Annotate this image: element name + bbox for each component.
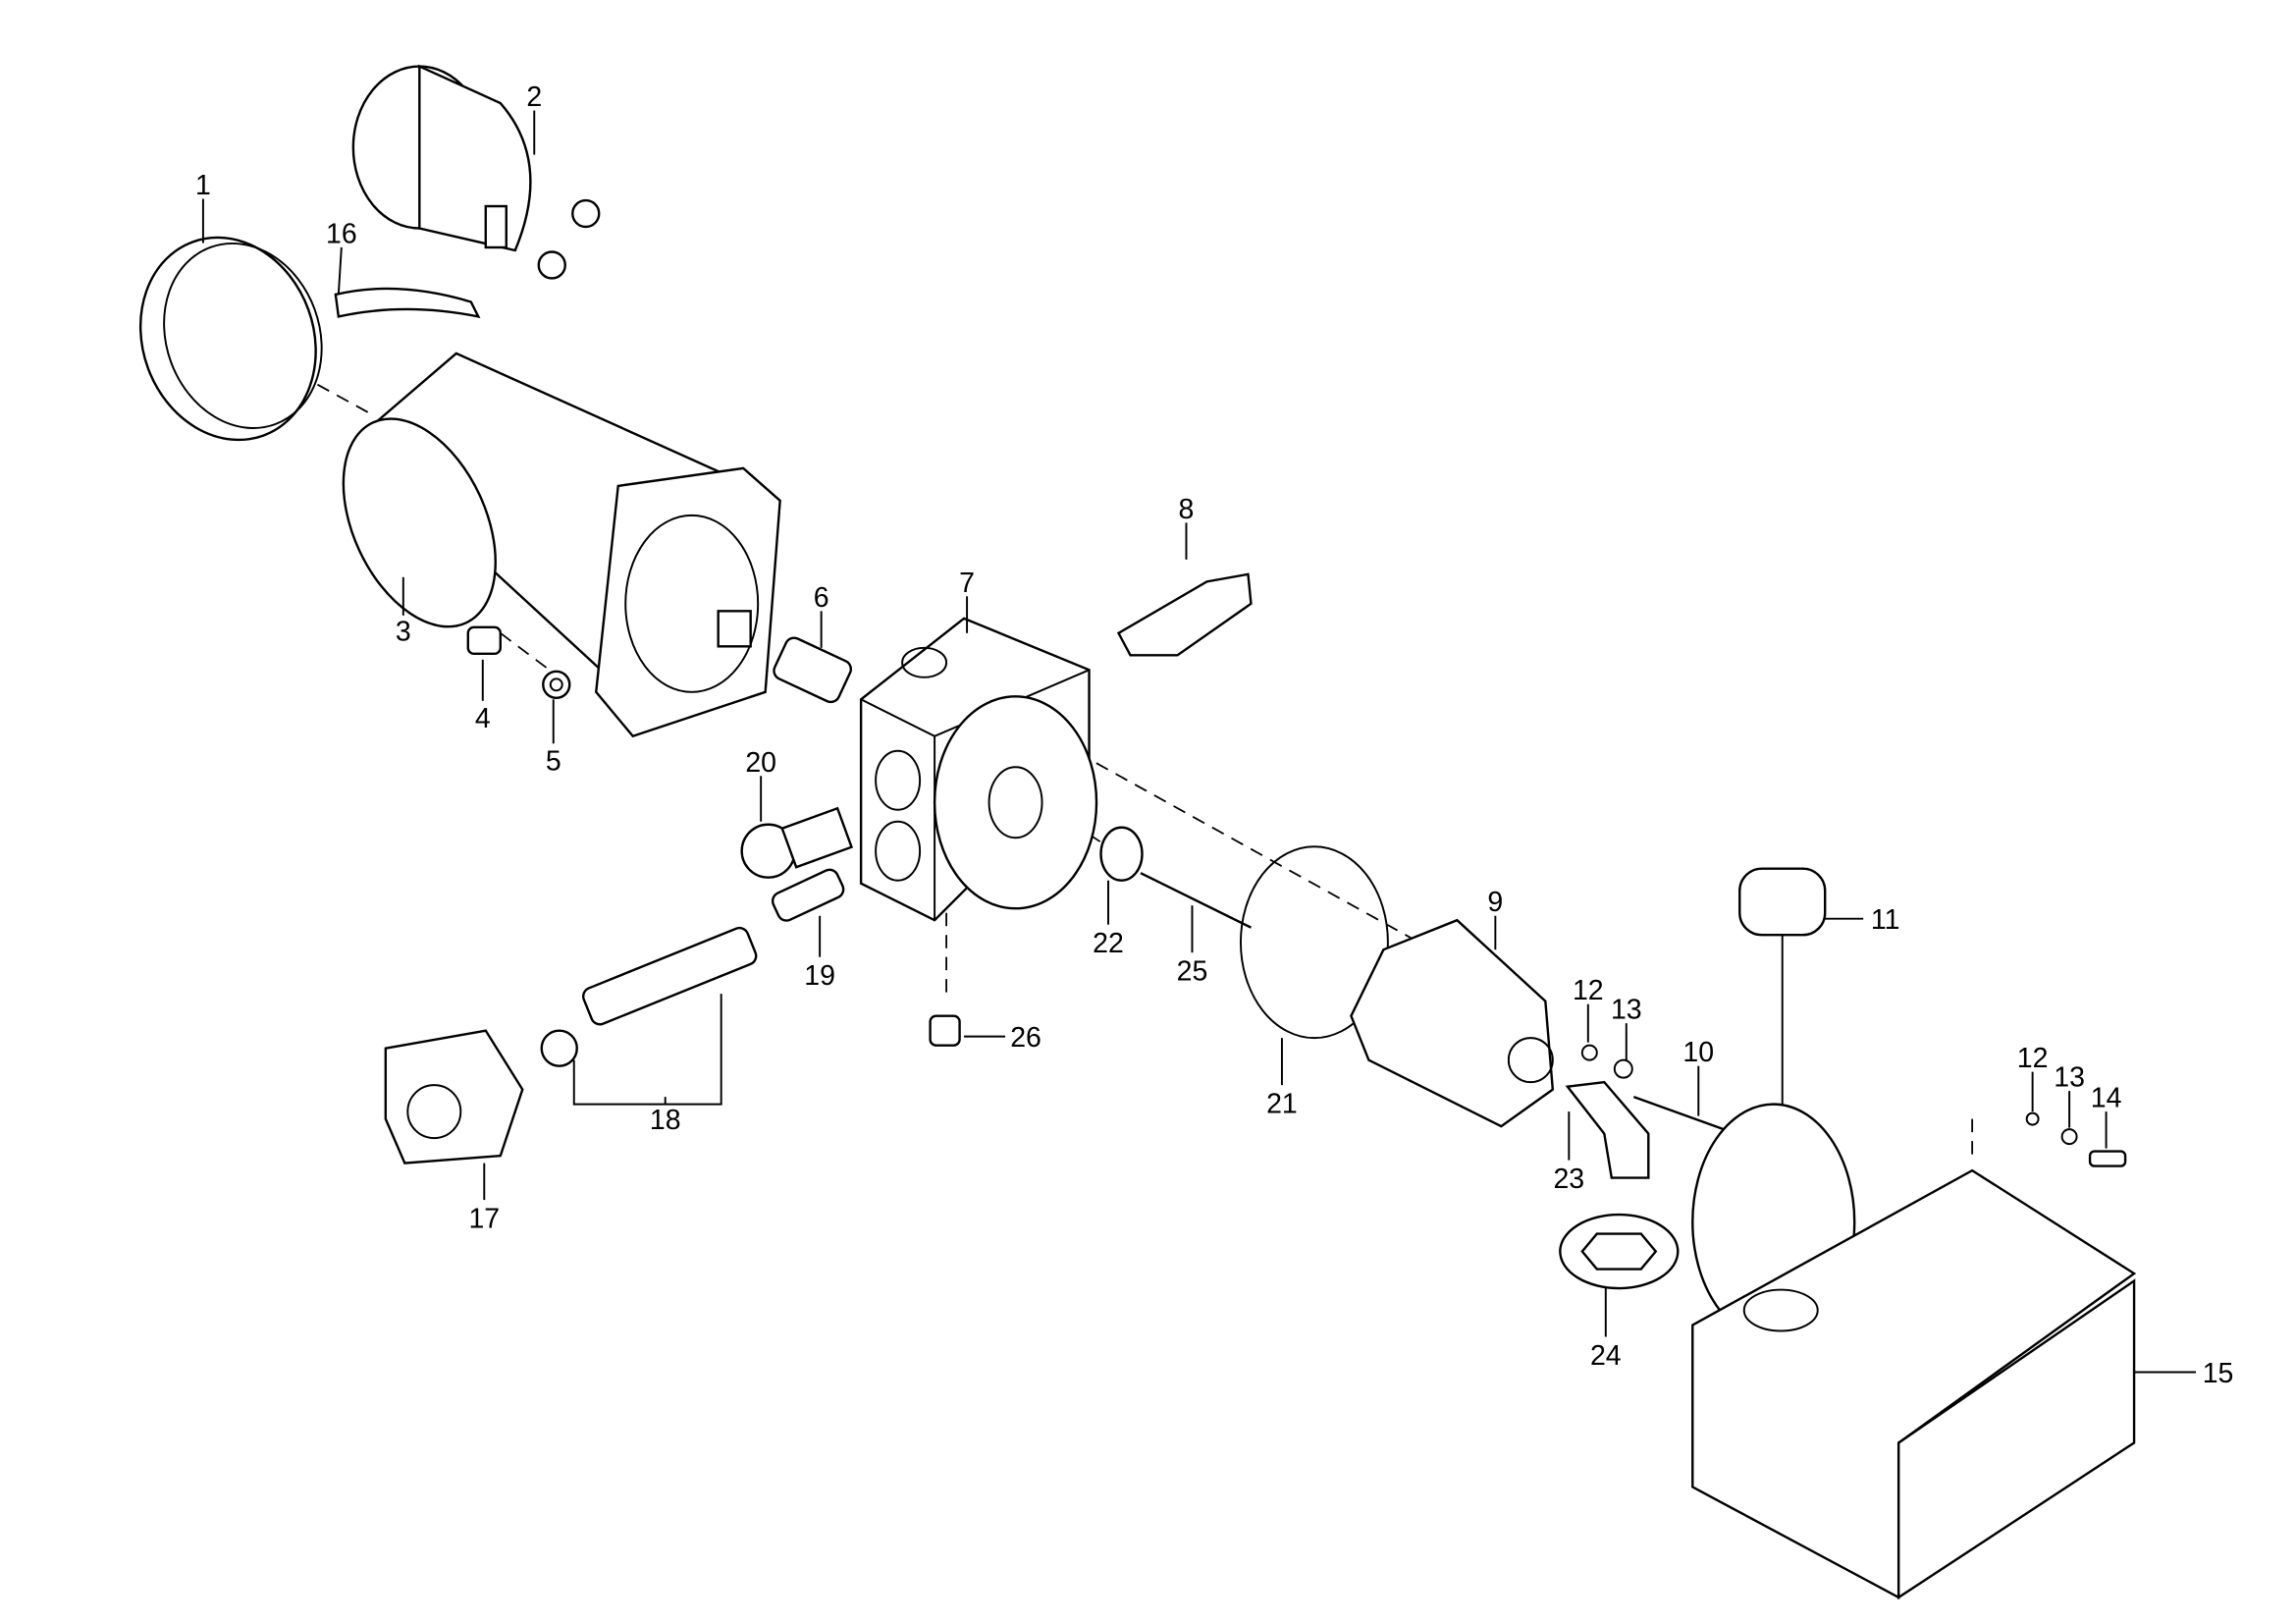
callout-9: 9 xyxy=(1487,887,1503,918)
callout-2: 2 xyxy=(526,81,542,113)
part-9-gear-pump xyxy=(1350,918,1555,1128)
part-14-screw xyxy=(2088,1150,2127,1167)
callout-13-right: 13 xyxy=(2054,1062,2085,1094)
callout-17: 17 xyxy=(468,1204,500,1235)
callout-3: 3 xyxy=(396,616,411,647)
part-12-washer-right xyxy=(2025,1111,2040,1126)
part-25-tube xyxy=(1140,872,1252,929)
callout-1: 1 xyxy=(195,170,211,201)
callout-26: 26 xyxy=(1010,1022,1041,1054)
part-12-washer xyxy=(1580,1044,1598,1061)
part-17-solenoid-coil xyxy=(384,1029,524,1164)
part-2-end-cap xyxy=(351,64,601,280)
part-8-relief-valve xyxy=(1116,572,1253,657)
callout-20: 20 xyxy=(745,747,776,779)
callout-22: 22 xyxy=(1093,928,1124,959)
part-6-coupling xyxy=(773,636,853,704)
pump-port xyxy=(1507,1037,1554,1084)
part-19-fitting xyxy=(771,868,845,922)
callout-14: 14 xyxy=(2091,1083,2122,1114)
part-1-clamp-band xyxy=(138,236,323,442)
callout-5: 5 xyxy=(546,745,561,777)
callout-13: 13 xyxy=(1611,995,1642,1026)
part-3-motor xyxy=(342,352,781,738)
callout-6: 6 xyxy=(814,582,829,614)
leader-lines xyxy=(201,110,2197,1374)
part-11-filler-cap xyxy=(1738,867,1827,1119)
part-5-washer xyxy=(542,670,571,699)
part-26-plug xyxy=(929,1014,961,1047)
callout-12: 12 xyxy=(1573,975,1604,1006)
callout-23: 23 xyxy=(1553,1164,1584,1195)
part-21-seal-ring xyxy=(1239,845,1389,1040)
callout-24: 24 xyxy=(1590,1340,1622,1372)
part-13-lock-washer-right xyxy=(2060,1128,2078,1146)
callout-19: 19 xyxy=(804,960,835,992)
callout-21: 21 xyxy=(1266,1089,1298,1120)
callout-labels: 1 2 16 3 4 5 6 7 8 20 19 22 25 21 9 11 1… xyxy=(195,81,2233,1389)
callout-10: 10 xyxy=(1682,1037,1714,1068)
part-15-reservoir-tank xyxy=(1691,1103,2137,1600)
callout-15: 15 xyxy=(2203,1358,2234,1389)
callout-16: 16 xyxy=(326,218,357,249)
part-7-manifold-block xyxy=(859,617,1098,922)
callout-7: 7 xyxy=(959,568,975,599)
part-22-o-ring xyxy=(1099,826,1144,882)
callout-18: 18 xyxy=(650,1105,681,1136)
part-18-cartridge-valve xyxy=(540,926,758,1106)
part-23-elbow xyxy=(1565,1080,1650,1179)
callout-12-right: 12 xyxy=(2017,1043,2049,1074)
part-24-nut-washer xyxy=(1559,1213,1680,1290)
part-4-screw xyxy=(466,625,502,656)
callout-11: 11 xyxy=(1871,904,1900,936)
callout-4: 4 xyxy=(475,703,491,734)
part-13-lock-washer xyxy=(1613,1058,1633,1079)
part-16-cable xyxy=(334,287,481,319)
part-20-plug xyxy=(740,806,854,879)
callout-8: 8 xyxy=(1179,494,1195,525)
callout-25: 25 xyxy=(1177,956,1208,988)
